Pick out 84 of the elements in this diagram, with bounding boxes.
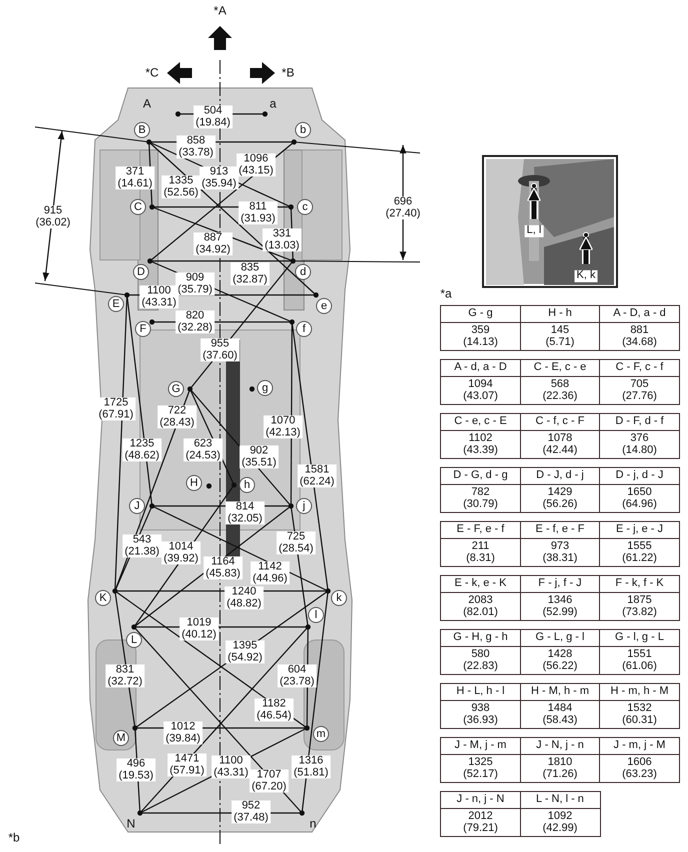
dimension-value: 811 (31.93) [238, 201, 278, 225]
direction-label: *C [145, 66, 159, 80]
dimension-value: 1316 (51.81) [292, 755, 330, 779]
measurement-value: 1875 (73.82) [599, 592, 680, 621]
dimension-value: 1012 (39.84) [164, 721, 202, 745]
dimension-value: 831 (32.72) [106, 664, 144, 688]
measurement-value: 1484 (58.43) [520, 700, 600, 729]
measurement-value: 1606 (63.23) [599, 754, 680, 783]
dimension-value: 1014 (39.92) [162, 541, 200, 565]
measurement-value: 1555 (61.22) [599, 538, 680, 567]
measurement-value: 782 (30.79) [440, 484, 521, 513]
measurement-value: 1094 (43.07) [440, 376, 521, 405]
dimension-value: 543 (21.38) [122, 534, 162, 558]
callout-label: K, k [574, 270, 598, 282]
dimension-value: 820 (32.28) [176, 310, 214, 334]
point-label: a [270, 98, 276, 110]
dimension-value: 1100 (43.31) [140, 285, 178, 309]
dimension-value: 722 (28.43) [158, 405, 196, 429]
measurement-value: 376 (14.80) [599, 430, 680, 459]
dimension-value: 814 (32.05) [226, 501, 264, 525]
measurement-value: 1102 (43.39) [440, 430, 521, 459]
measurement-value: 2012 (79.21) [440, 808, 521, 837]
dimension-value: 1142 (44.96) [250, 561, 290, 585]
measurement-value: 1551 (61.06) [599, 646, 680, 675]
direction-label: *A [214, 4, 226, 18]
dimension-value: 725 (28.54) [276, 531, 316, 555]
measurement-value: 973 (38.31) [520, 538, 600, 567]
dimension-value: 1235 (48.62) [122, 438, 162, 462]
measurement-value: 881 (34.68) [599, 322, 680, 351]
measurement-value: 1810 (71.26) [520, 754, 600, 783]
dimension-value: 1164 (45.83) [204, 556, 242, 580]
dimension-value: 1019 (40.12) [180, 617, 218, 641]
dimension-value: 623 (24.53) [184, 438, 222, 462]
measurement-value: 580 (22.83) [440, 646, 521, 675]
measurement-value: 1429 (56.26) [520, 484, 600, 513]
measurement-value: 211 (8.31) [440, 538, 521, 567]
dimension-value: 371 (14.61) [116, 166, 154, 190]
dimension-value: 1240 (48.82) [224, 586, 264, 610]
measurement-value: 1325 (52.17) [440, 754, 521, 783]
dimension-value: 1395 (54.92) [226, 640, 264, 664]
dimension-value: 496 (19.53) [116, 758, 156, 782]
dimension-value: 1096 (43.15) [236, 153, 276, 177]
measurement-value: 145 (5.71) [520, 322, 600, 351]
dimension-value: 1707 (67.20) [250, 769, 288, 793]
dimension-value: 331 (13.03) [262, 228, 302, 252]
dimension-value: 915 (36.02) [34, 205, 72, 229]
dimension-value: 902 (35.51) [240, 445, 278, 469]
view-label: *b [8, 832, 20, 844]
point-label: A [143, 98, 151, 110]
callout-label: L, l [524, 225, 544, 237]
dimension-value: 1581 (62.24) [298, 464, 336, 488]
measurement-value: 1092 (42.99) [520, 808, 600, 837]
dimension-value: 504 (19.84) [194, 105, 232, 129]
dimension-value: 952 (37.48) [232, 800, 270, 824]
arrow [578, 236, 594, 264]
point-label: N [126, 818, 136, 830]
measurement-value: 938 (36.93) [440, 700, 521, 729]
dimension-value: 858 (33.78) [176, 135, 216, 159]
measurement-value: 359 (14.13) [440, 322, 521, 351]
dimension-value: 604 (23.78) [278, 664, 316, 688]
view-label: *a [440, 288, 452, 300]
dimension-value: 1182 (46.54) [254, 698, 294, 722]
measurement-value: 1428 (56.22) [520, 646, 600, 675]
dimension-value: 1070 (42.13) [264, 415, 302, 439]
dimension-value: 955 (37.60) [200, 338, 240, 362]
measurement-value: 568 (22.36) [520, 376, 600, 405]
dimension-value: 887 (34.92) [194, 232, 232, 256]
dimension-value: 1100 (43.31) [212, 755, 250, 779]
dimension-value: 696 (27.40) [384, 196, 422, 220]
dimension-value: 1335 (52.56) [162, 175, 200, 199]
measurement-value: 1078 (42.44) [520, 430, 600, 459]
measurement-value: 1346 (52.99) [520, 592, 600, 621]
measurement-value: 1532 (60.31) [599, 700, 680, 729]
dimension-value: 913 (35.94) [200, 166, 238, 190]
dimension-value: 835 (32.87) [230, 262, 270, 286]
measurement-value: 2083 (82.01) [440, 592, 521, 621]
point-label: n [310, 818, 316, 830]
dimension-value: 909 (35.79) [176, 272, 214, 296]
measurement-value: 705 (27.76) [599, 376, 680, 405]
arrow [526, 187, 542, 219]
direction-label: *B [282, 66, 294, 80]
measurement-value: 1650 (64.96) [599, 484, 680, 513]
dimension-value: 1471 (57.91) [168, 753, 206, 777]
dimension-value: 1725 (67.91) [96, 397, 136, 421]
